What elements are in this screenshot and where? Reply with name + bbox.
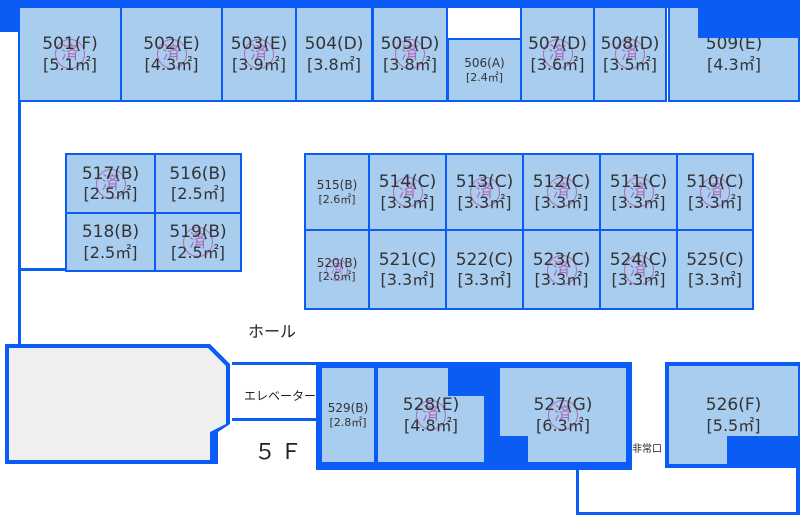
room-name: 503(E): [230, 34, 288, 55]
room-name: 502(E): [143, 34, 200, 55]
room-name: 509(E): [705, 34, 763, 55]
room-area: [3.3㎡]: [611, 192, 666, 212]
room-515[interactable]: 515(B)[2.6㎡]: [304, 153, 370, 231]
room-area: [3.8㎡]: [383, 54, 437, 74]
room-525[interactable]: 525(C)[3.3㎡]: [676, 229, 754, 310]
outer-wall-top: [0, 0, 800, 8]
room-name: 504(D): [304, 34, 364, 55]
outer-wall-top-left: [0, 0, 20, 32]
room-area: [2.4㎡]: [465, 70, 504, 84]
room-area: [3.3㎡]: [534, 192, 589, 212]
outer-wall-bottom-right: [576, 512, 800, 515]
room-name: 522(C): [455, 249, 514, 270]
room-name: 514(C): [378, 172, 437, 193]
room-504[interactable]: 504(D)[3.8㎡]: [295, 6, 373, 102]
room-area: [3.8㎡]: [307, 54, 361, 74]
room-name: 520(B): [316, 255, 358, 270]
outer-wall-right: [796, 460, 800, 515]
room-area: [3.3㎡]: [688, 192, 742, 212]
room-name: 518(B): [81, 222, 140, 243]
room-518[interactable]: 518(B)[2.5㎡]: [65, 212, 156, 272]
room-name: 515(B): [316, 178, 358, 193]
room-area: [6.3㎡]: [536, 415, 590, 435]
room-area: [3.3㎡]: [380, 192, 435, 212]
elevator-label: エレベーター: [244, 389, 317, 403]
room-area: [3.3㎡]: [380, 270, 435, 290]
room-name: 512(C): [532, 172, 591, 193]
room-name: 511(C): [609, 172, 668, 193]
room-name: 525(C): [686, 249, 744, 270]
room-area: [3.3㎡]: [457, 192, 512, 212]
room-506[interactable]: 506(A)[2.4㎡]: [447, 38, 522, 102]
room-name: 508(D): [600, 34, 660, 55]
room-name: 524(C): [609, 249, 668, 270]
outer-wall-right-lower: [576, 450, 579, 515]
room-area: [2.6㎡]: [318, 270, 356, 284]
room-area: [3.6㎡]: [530, 54, 585, 74]
room-529[interactable]: 529(B)[2.8㎡]: [320, 366, 376, 464]
room-509-top-corner: [698, 6, 800, 38]
room-name: 501(F): [42, 34, 98, 55]
floor-label: ５Ｆ: [254, 440, 307, 465]
room-522[interactable]: 522(C)[3.3㎡]: [445, 229, 524, 310]
room-name: 527(G): [533, 395, 593, 416]
room-name: 507(D): [528, 34, 587, 55]
room-name: 519(B): [169, 222, 227, 243]
room-name: 528(E): [402, 395, 460, 416]
room-name: 506(A): [464, 56, 505, 71]
room-area: [5.5㎡]: [706, 415, 761, 435]
elevator-wall-lower: [232, 418, 316, 421]
room-521[interactable]: 521(C)[3.3㎡]: [368, 229, 447, 310]
elevator-wall: [232, 362, 292, 365]
hall-label: ホール: [248, 322, 297, 341]
room-516[interactable]: 516(B)[2.5㎡]: [154, 153, 242, 214]
room-area: [3.3㎡]: [688, 270, 742, 290]
room-area: [4.8㎡]: [404, 415, 458, 435]
room-area: [4.3㎡]: [707, 54, 761, 74]
room-name: 526(F): [705, 395, 762, 416]
room-name: 516(B): [169, 163, 227, 184]
room-name: 517(B): [81, 163, 140, 184]
elevator-area-fill: [9, 348, 226, 460]
room-area: [3.3㎡]: [457, 270, 512, 290]
room-area: [2.8㎡]: [329, 415, 367, 429]
room-area: [3.5㎡]: [603, 54, 657, 74]
room-area: [3.3㎡]: [534, 270, 589, 290]
room-name: 505(D): [380, 34, 440, 55]
room-area: [2.5㎡]: [171, 184, 225, 204]
room-area: [2.5㎡]: [171, 242, 225, 262]
room-area: [4.3㎡]: [144, 54, 199, 74]
room-area: [2.6㎡]: [318, 192, 356, 206]
outer-wall-left: [18, 30, 21, 350]
room-area: [3.3㎡]: [611, 270, 666, 290]
room-area: [3.9㎡]: [232, 54, 286, 74]
elevator-wall-right: [290, 362, 320, 365]
emergency-exit-label: 非常口: [632, 444, 662, 455]
room-area: [5.1㎡]: [43, 54, 97, 74]
room-name: 523(C): [532, 249, 591, 270]
room-area: [2.5㎡]: [83, 184, 138, 204]
room-name: 513(C): [455, 172, 514, 193]
room-name: 510(C): [686, 172, 744, 193]
room-name: 529(B): [327, 401, 369, 416]
room-name: 521(C): [378, 249, 437, 270]
room-area: [2.5㎡]: [83, 242, 138, 262]
partition-left-middle: [18, 268, 68, 271]
